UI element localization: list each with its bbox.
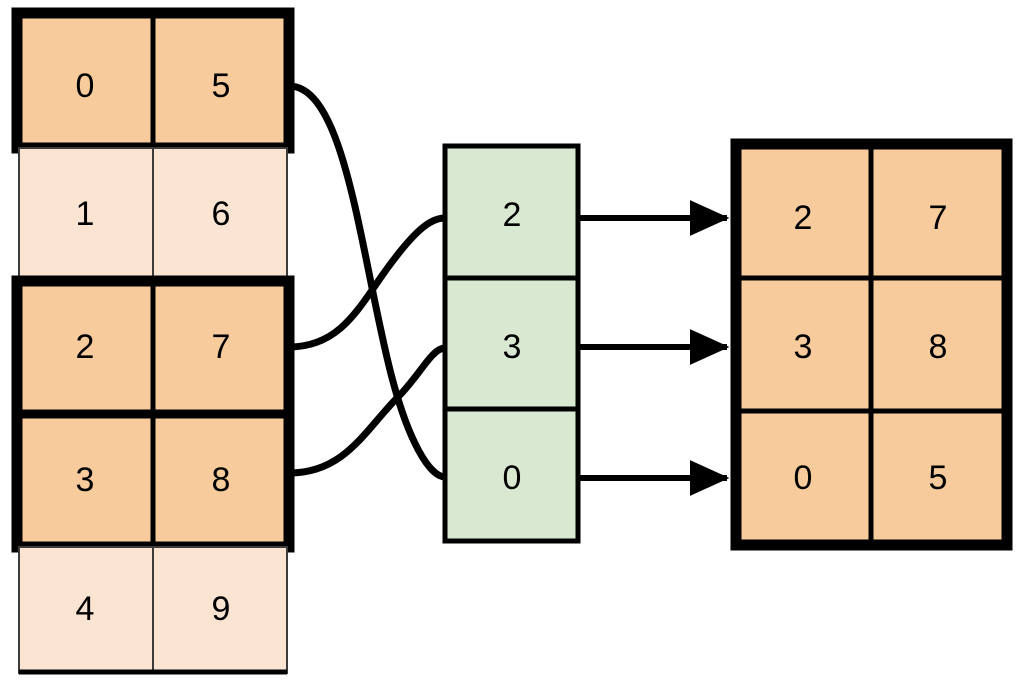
result-cell-0-1: 7 [929,199,948,237]
source-row-2[interactable]: 2 7 [76,328,231,366]
source-row-1[interactable]: 1 6 [18,147,288,282]
curve-row-2-to-slot-0 [285,214,449,351]
result-cell-1-1: 8 [929,328,948,366]
curve-row-3-to-slot-1 [285,344,449,477]
result-cell-0-0: 2 [794,199,813,237]
connection-curves [285,82,449,481]
index-cell-2[interactable]: 0 [503,459,522,497]
source-row-4[interactable]: 4 9 [18,546,288,675]
source-cell-2-0: 2 [76,328,95,366]
index-array-outline [442,143,581,544]
result-row-0[interactable]: 2 7 [794,199,948,237]
result-row-2[interactable]: 0 5 [794,459,948,497]
source-cell-3-0: 3 [76,461,95,499]
source-cell-0-0: 0 [76,67,95,105]
index-array: 2 3 0 [442,143,581,544]
result-arrows [580,199,730,496]
result-cell-2-1: 5 [929,459,948,497]
source-cell-0-1: 5 [212,67,231,105]
result-row-1[interactable]: 3 8 [794,328,948,366]
result-cell-1-0: 3 [794,328,813,366]
source-cell-1-1: 6 [212,195,231,233]
result-array: 2 7 3 8 0 5 [730,138,1013,551]
source-rows-2-3-block [11,275,295,553]
source-array: 0 5 1 6 2 7 3 8 [11,7,295,675]
source-row-0[interactable]: 0 5 [11,7,295,154]
source-cell-3-1: 8 [212,461,231,499]
source-cell-4-1: 9 [212,590,231,628]
source-cell-1-0: 1 [76,195,95,233]
index-cell-0[interactable]: 2 [503,196,522,234]
source-row-3[interactable]: 3 8 [76,461,231,499]
source-cell-4-0: 4 [76,590,95,628]
index-cell-1[interactable]: 3 [503,328,522,366]
source-cell-2-1: 7 [212,328,231,366]
curve-row-0-to-slot-2 [285,82,449,481]
result-cell-2-0: 0 [794,459,813,497]
